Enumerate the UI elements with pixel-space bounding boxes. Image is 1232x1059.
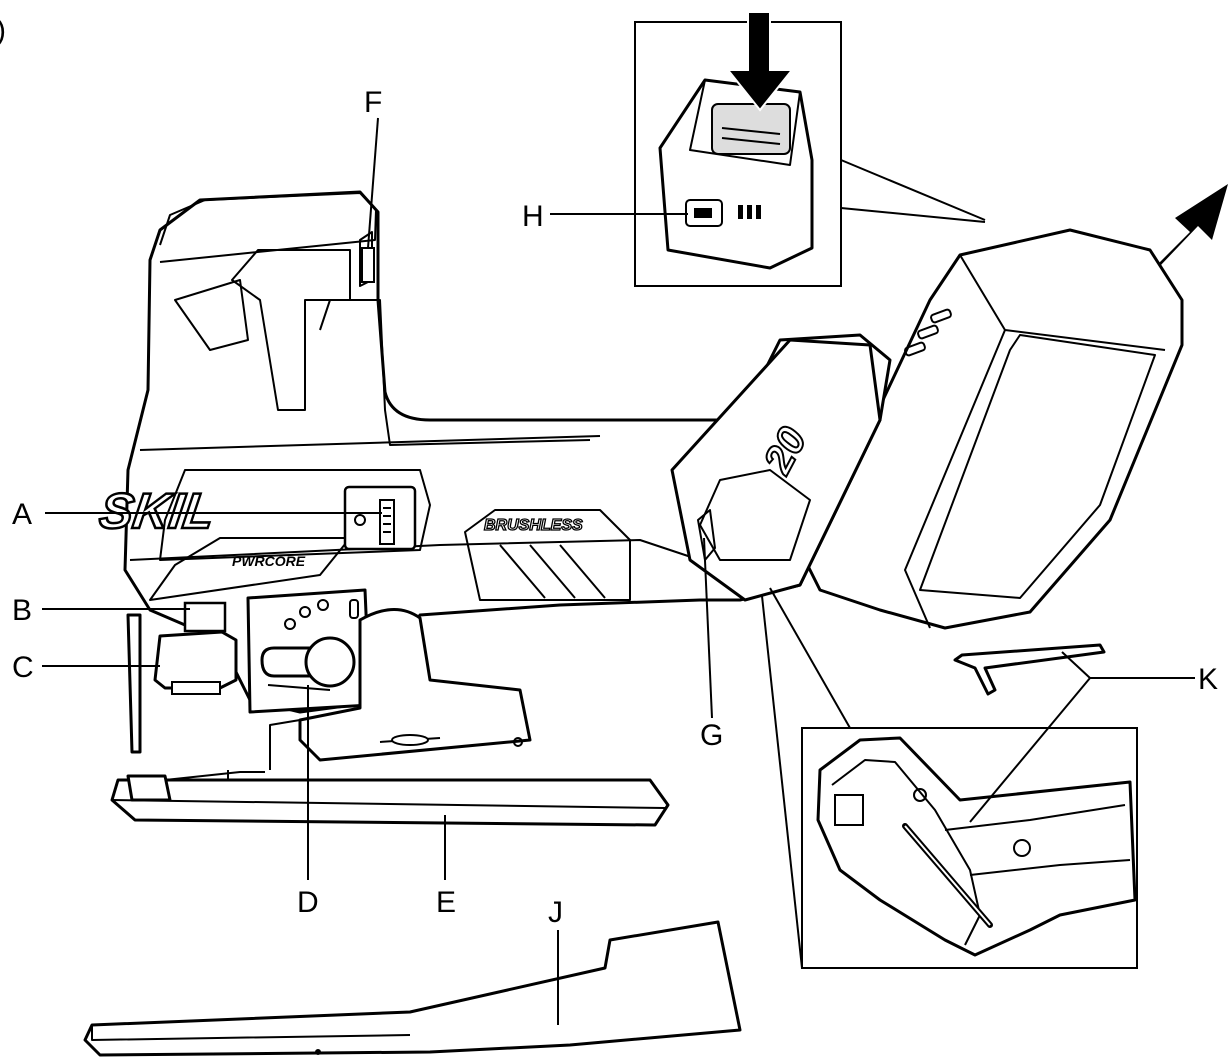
charge-level-leds [738,205,761,219]
tool-hook [697,509,716,561]
label-h: H [522,200,544,233]
figure-marker: ) [0,14,6,47]
battery-release-inset [634,11,986,287]
label-d: D [297,886,319,919]
speed-wheel [343,485,417,551]
key-storage-inset [761,587,1138,969]
jigsaw-body: SKIL PWRCORE BRUSHLESS 20 [95,190,892,714]
arrow-down-icon [725,11,795,112]
label-k: K [1198,663,1218,696]
orbit-settings-dots [284,599,359,630]
orbit-lever [260,636,356,691]
blade-guard [183,601,227,633]
blade-holder-area [110,588,670,827]
leader-lines [42,117,1195,1025]
label-g: G [700,719,723,752]
label-j: J [548,896,563,929]
battery-side-leds [904,308,952,357]
label-b: B [12,594,32,627]
release-button [711,103,791,155]
arrow-up-right-icon [1150,184,1228,272]
blade-clamp [153,630,238,690]
motor-badge: BRUSHLESS [484,517,583,534]
base-plate [110,770,670,827]
base-plate-cover [83,920,742,1057]
label-c: C [12,651,34,684]
label-f: F [364,86,382,119]
battery-pack [803,228,1184,630]
sub-brand-logo: PWRCORE [232,553,306,569]
label-a: A [12,498,32,531]
label-e: E [436,886,456,919]
hex-key [953,643,1106,696]
trigger-switch [361,247,375,283]
brand-logo: SKIL [96,483,218,539]
